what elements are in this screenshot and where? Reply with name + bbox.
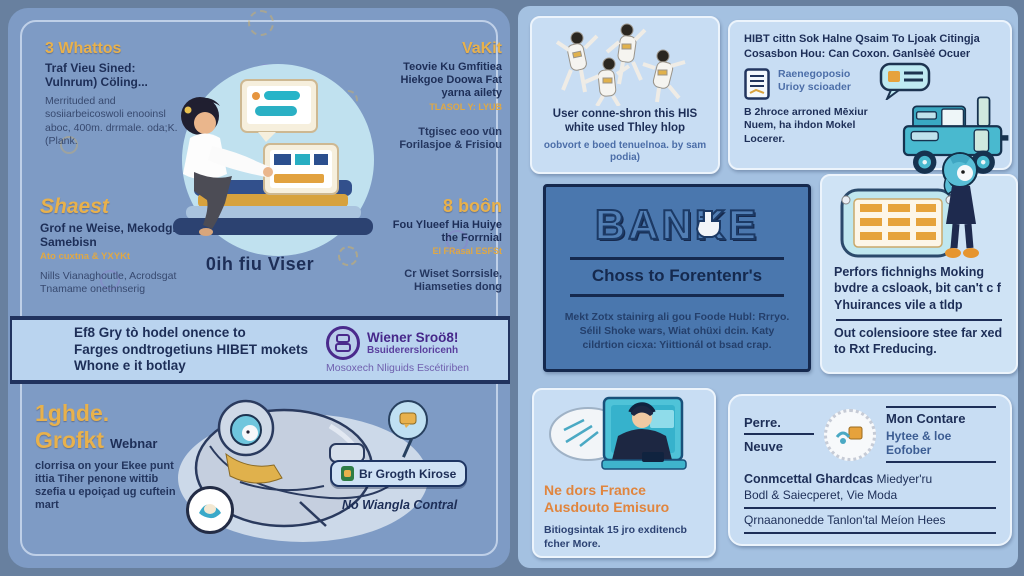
banner-line: Whone e it botlay xyxy=(74,358,186,374)
section-subheading: Traf Vieu Sined: Vulnrum) Cöling... xyxy=(45,61,148,90)
section-subheading: Teovie Ku Gmfitiea Hiekgoe Doowa Fat yar… xyxy=(400,61,502,99)
section-body: Merrituded and sosiiarbeicoswoli enooins… xyxy=(45,95,178,147)
banner-line: Ef8 Gry tò hodel onence to xyxy=(74,324,246,340)
section-mid-right: 8 boôn Fou Ylueef Hia Huiye the Forrnial… xyxy=(376,196,502,294)
section-body: Ttgisec eoo vün Forilasjoe & Frisiou xyxy=(399,125,502,151)
card-users-subtitle: oobvort e boed tenuelnoa. by sam podia) xyxy=(543,139,707,163)
contact-footer-row: Qrnaanonedde Tanlon'tal Meíon Hees xyxy=(744,507,996,535)
right-panel: User conne-shron this HIS white used Thl… xyxy=(518,6,1018,568)
card-machine-label: Raenegoposio xyxy=(778,67,851,80)
section-bottom-left: 1ghde. Grofkt Webnar clorrisa on your Ek… xyxy=(35,400,187,512)
card-checklist: Perfors fichnighs Moking bvdre a csloaok… xyxy=(820,174,1018,374)
card-users-title: User conne-shron this HIS white used Thl… xyxy=(552,108,698,134)
divider xyxy=(569,257,785,260)
card-machine: HIBT cittn Sok Halne Qsaim To Ljoak Citi… xyxy=(728,20,1012,174)
contact-text: Miedyer'ru xyxy=(873,472,933,486)
divider xyxy=(835,318,1003,321)
banner-text: Ef8 Gry tò hodel onence to Farges ondtro… xyxy=(74,325,322,376)
banke-body: Mekt Zotx stainirg ali gou Foode Hubl: R… xyxy=(564,311,790,352)
section-mid-left: Shaest Grof ne Weise, Mekodgre Samebisn … xyxy=(40,195,190,297)
seal-badge-icon xyxy=(824,408,876,461)
coin-decor-icon xyxy=(248,10,274,36)
dancing-people-illustration xyxy=(555,23,686,106)
checklist-footer: Out colensioore stee far xed to Rxt Fred… xyxy=(834,325,1003,356)
section-heading: Shaest xyxy=(40,195,109,218)
pod-illustration-group: Br Grogth Kirose No Wiangla Contral xyxy=(170,386,486,562)
contact-cell: Hytee & loe Eofober xyxy=(886,429,952,457)
card-machine-right xyxy=(879,62,1009,174)
banner-line: Farges ondtrogetiuns HIBET mokets xyxy=(74,341,309,357)
woman-at-screens-illustration xyxy=(173,64,374,256)
robot-badge-icon xyxy=(326,326,360,360)
pod-button-label: Br Grogth Kirose xyxy=(359,466,457,481)
checklist-body: Perfors fichnighs Moking bvdre a csloaok… xyxy=(834,265,1001,312)
card-users: User conne-shron this HIS white used Thl… xyxy=(530,16,720,174)
hero-caption: 0ih fiu Viser xyxy=(205,254,315,274)
card-contact: Perre. Neuve Mon Contare Hytee & loe Eof… xyxy=(728,394,1012,546)
france-heading-line: Ausdouto Emisuro xyxy=(544,498,670,515)
divider xyxy=(569,294,785,297)
speech-bubble-icon xyxy=(388,400,428,440)
france-heading-line: Ne dors France xyxy=(544,482,646,498)
contact-top-row: Perre. Neuve Mon Contare Hytee & loe Eof… xyxy=(744,406,996,463)
card-machine-title-line: HIBT cittn Sok Halne Qsaim To Ljoak Citi… xyxy=(744,33,980,45)
badge-title: Wiener Sroö8! xyxy=(367,330,459,345)
contact-cell: Perre. xyxy=(744,415,814,435)
recliner-pod-illustration xyxy=(194,399,393,528)
section-body: clorrisa on your Ekee punt ittia Tiher p… xyxy=(35,460,176,511)
card-machine-label: Urioy scioader xyxy=(778,80,851,93)
france-body: Bitiogsintak 15 jro exditencb fcher More… xyxy=(544,523,687,550)
contact-mid-row: Conmcettal Ghardcas Miedyer'ru Bodl & Sa… xyxy=(744,471,996,503)
badge-footer: Mosoxech Nliguids Escétiriben xyxy=(326,362,469,374)
globe-badge-icon xyxy=(186,486,234,534)
section-body: Cr Wiset Sorrsisle, Hiamseties dong xyxy=(404,267,502,293)
document-icon xyxy=(744,67,770,100)
badge-subtitle: Bsuiderersloricenh xyxy=(367,345,459,356)
section-accent: TLASOL Y: LYUB xyxy=(429,101,502,112)
section-accent: El FRasal ESFSt xyxy=(432,245,502,256)
pod-caption: No Wiangla Contral xyxy=(342,498,458,512)
hand-cursor-icon xyxy=(696,210,721,238)
left-panel: 3 Whattos Traf Vieu Sined: Vulnrum) Cöli… xyxy=(8,8,510,568)
divider xyxy=(886,461,996,463)
workstation-illustration xyxy=(549,396,687,470)
app-icon xyxy=(341,466,354,481)
standing-person-illustration xyxy=(942,152,979,258)
banke-heading: Choss to Forentenr's xyxy=(591,266,763,285)
banke-logo: BANKE xyxy=(594,200,760,249)
section-top-left: 3 Whattos Traf Vieu Sined: Vulnrum) Cöli… xyxy=(45,40,187,148)
card-machine-title: HIBT cittn Sok Halne Qsaim To Ljoak Citi… xyxy=(730,22,1010,66)
card-machine-left: Raenegoposio Urioy scioader B 2hroce arr… xyxy=(744,68,879,147)
contact-cell: Mon Contare xyxy=(886,411,966,426)
banner-strip: Ef8 Gry tò hodel onence to Farges ondtro… xyxy=(10,316,510,384)
card-machine-title-line: Cosasbon Hou: Can Coxon. Ganlsèé Ocuer xyxy=(744,47,971,60)
section-subheading: Grof ne Weise, Mekodgre Samebisn xyxy=(40,221,184,250)
section-heading: VaKit xyxy=(461,40,502,57)
card-france: Ne dors France Ausdouto Emisuro Bitiogsi… xyxy=(532,388,716,558)
section-subheading: Fou Ylueef Hia Huiye the Forrnial xyxy=(392,219,502,244)
section-accent: Ato cuxtna & YXYKt xyxy=(40,251,131,263)
contact-bold-text: Conmcettal Ghardcas xyxy=(744,472,874,486)
section-inline-label: Webnar xyxy=(110,436,158,451)
banner-badge: Wiener Sroö8! Bsuiderersloricenh Mosoxec… xyxy=(326,326,508,374)
section-heading: Grofkt xyxy=(35,427,104,453)
chat-bubble-icon xyxy=(879,62,931,100)
section-heading: 1ghde. xyxy=(35,400,110,426)
section-top-right: VaKit Teovie Ku Gmfitiea Hiekgoe Doowa F… xyxy=(376,40,502,152)
france-heading: Ne dors France Ausdouto Emisuro xyxy=(534,480,714,516)
whiteboard-grid-icon xyxy=(840,188,956,258)
section-body: Nills Vianaghoutle, Acrodsgat Tnamame on… xyxy=(40,270,177,296)
section-heading: 3 Whattos xyxy=(45,40,122,57)
pod-action-button[interactable]: Br Grogth Kirose xyxy=(330,460,468,487)
divider xyxy=(886,406,996,408)
contact-cell: Neuve xyxy=(744,439,784,454)
card-banke: BANKE Choss to Forentenr's Mekt Zotx sta… xyxy=(543,184,811,372)
card-machine-body: B 2hroce arroned Mēxiur Nuem, ha ihdon M… xyxy=(744,105,868,145)
contact-text: Bodl & Saiecperet, Vie Moda xyxy=(744,487,898,502)
machine-cart-illustration xyxy=(902,96,1009,174)
section-heading: 8 boôn xyxy=(443,196,502,216)
